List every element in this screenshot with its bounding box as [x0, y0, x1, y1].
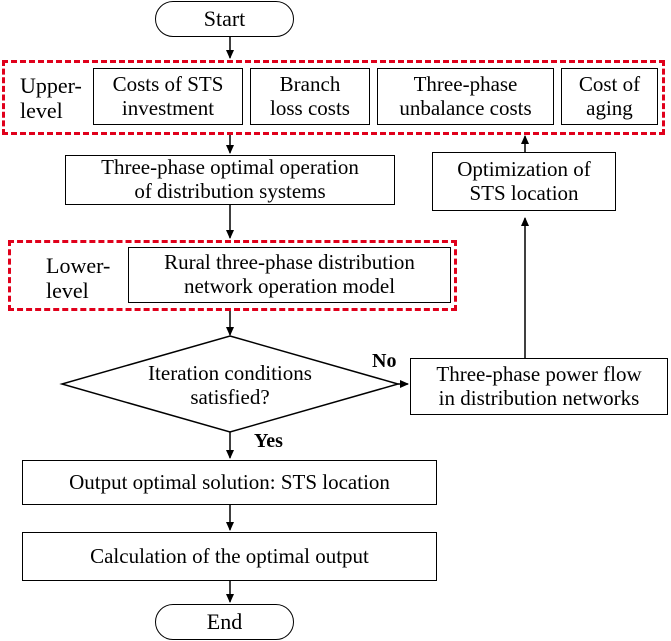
lower-level-label: Lower- level [46, 253, 111, 303]
rural-network-model-box: Rural three-phase distribution network o… [128, 247, 451, 303]
three-phase-optimal-operation-box: Three-phase optimal operation of distrib… [65, 155, 395, 205]
aging-cost-box: Cost of aging [561, 68, 658, 125]
end-terminal: End [155, 604, 294, 640]
upper-level-label: Upper- level [20, 73, 82, 123]
optimal-output-calculation-box: Calculation of the optimal output [22, 532, 437, 581]
sts-location-optimization-box: Optimization of STS location [432, 152, 616, 211]
lower-level-group [8, 240, 457, 311]
iteration-condition-text: Iteration conditions satisfied? [148, 361, 312, 409]
end-label: End [206, 609, 243, 634]
yes-label: Yes [254, 430, 283, 452]
upper-level-group [2, 60, 665, 135]
decision-diamond [59, 335, 401, 433]
output-optimal-solution-box: Output optimal solution: STS location [22, 460, 437, 505]
start-label: Start [203, 6, 246, 31]
start-terminal: Start [155, 1, 294, 37]
sts-investment-cost-box: Costs of STS investment [93, 68, 243, 125]
three-phase-power-flow-box: Three-phase power flow in distribution n… [410, 358, 668, 415]
branch-loss-cost-box: Branch loss costs [250, 68, 370, 125]
unbalance-cost-box: Three-phase unbalance costs [377, 68, 554, 125]
no-label: No [372, 350, 397, 372]
